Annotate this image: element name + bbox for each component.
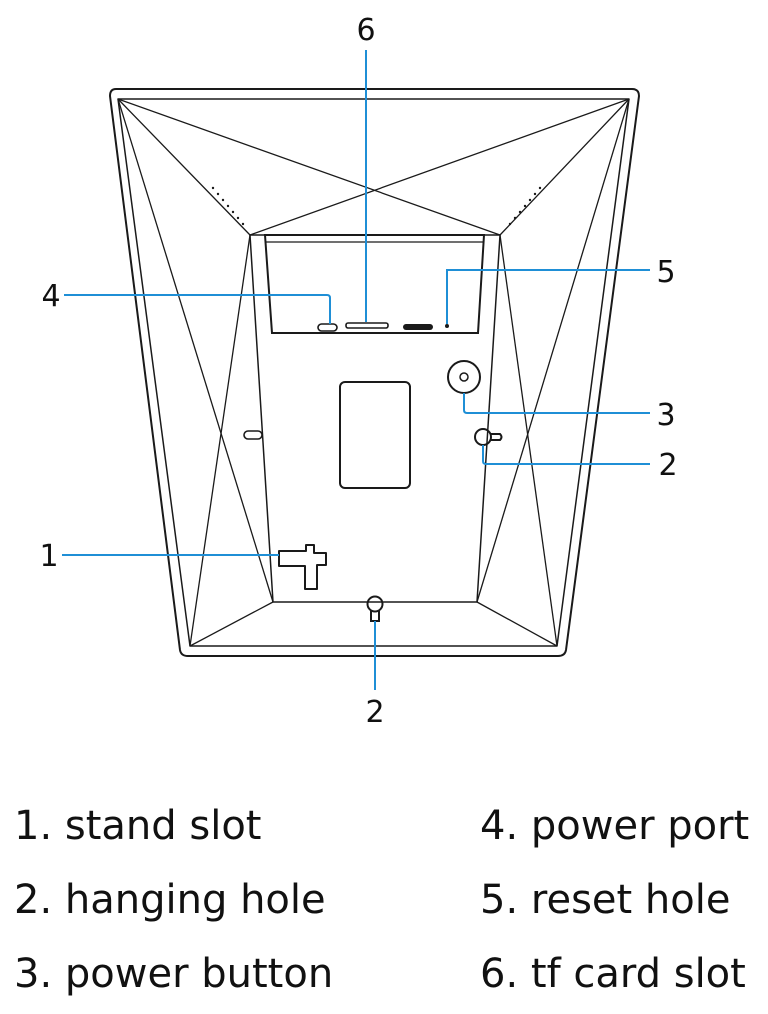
- legend-label: stand slot: [64, 803, 262, 849]
- legend-number: 6.: [480, 951, 519, 997]
- device-back-diagram: 6 5 4 3 2 1 2: [39, 13, 677, 730]
- legend-item-1: 1. stand slot: [14, 806, 262, 846]
- legend-number: 1.: [14, 803, 53, 849]
- device-body: [109, 88, 640, 657]
- port-recess: [263, 234, 486, 334]
- hanging-hole-bottom: [366, 595, 384, 622]
- legend-item-2: 2. hanging hole: [14, 880, 326, 920]
- tf-card-slot: [345, 322, 389, 329]
- callout-4: 4: [41, 279, 60, 314]
- legend-item-5: 5. reset hole: [480, 880, 730, 920]
- legend-number: 2.: [14, 877, 53, 923]
- callout-2-bottom: 2: [365, 695, 384, 730]
- legend-label: reset hole: [530, 877, 731, 923]
- speaker-grille-right: [508, 186, 542, 226]
- side-hole: [243, 430, 263, 440]
- legend-label: hanging hole: [64, 877, 326, 923]
- stand-slot: [278, 544, 327, 590]
- power-port: [317, 323, 338, 332]
- legend-item-4: 4. power port: [480, 806, 749, 846]
- legend-number: 4.: [480, 803, 519, 849]
- callout-5: 5: [656, 255, 675, 290]
- callout-6: 6: [356, 13, 375, 48]
- speaker-grille-left: [211, 186, 245, 226]
- callout-2-right: 2: [658, 448, 677, 483]
- callout-3: 3: [656, 398, 675, 433]
- legend-number: 5.: [480, 877, 519, 923]
- label-plate: [339, 381, 411, 489]
- legend-item-3: 3. power button: [14, 954, 333, 994]
- legend-label: power port: [530, 803, 750, 849]
- reset-hole: [445, 324, 449, 328]
- legend-item-6: 6. tf card slot: [480, 954, 746, 994]
- hanging-hole-right: [474, 428, 503, 446]
- usb-slot: [403, 324, 433, 330]
- legend-label: tf card slot: [530, 951, 746, 997]
- legend-label: power button: [64, 951, 334, 997]
- legend-number: 3.: [14, 951, 53, 997]
- leader-lines: [62, 50, 650, 690]
- power-button: [447, 360, 481, 394]
- callout-1: 1: [39, 539, 58, 574]
